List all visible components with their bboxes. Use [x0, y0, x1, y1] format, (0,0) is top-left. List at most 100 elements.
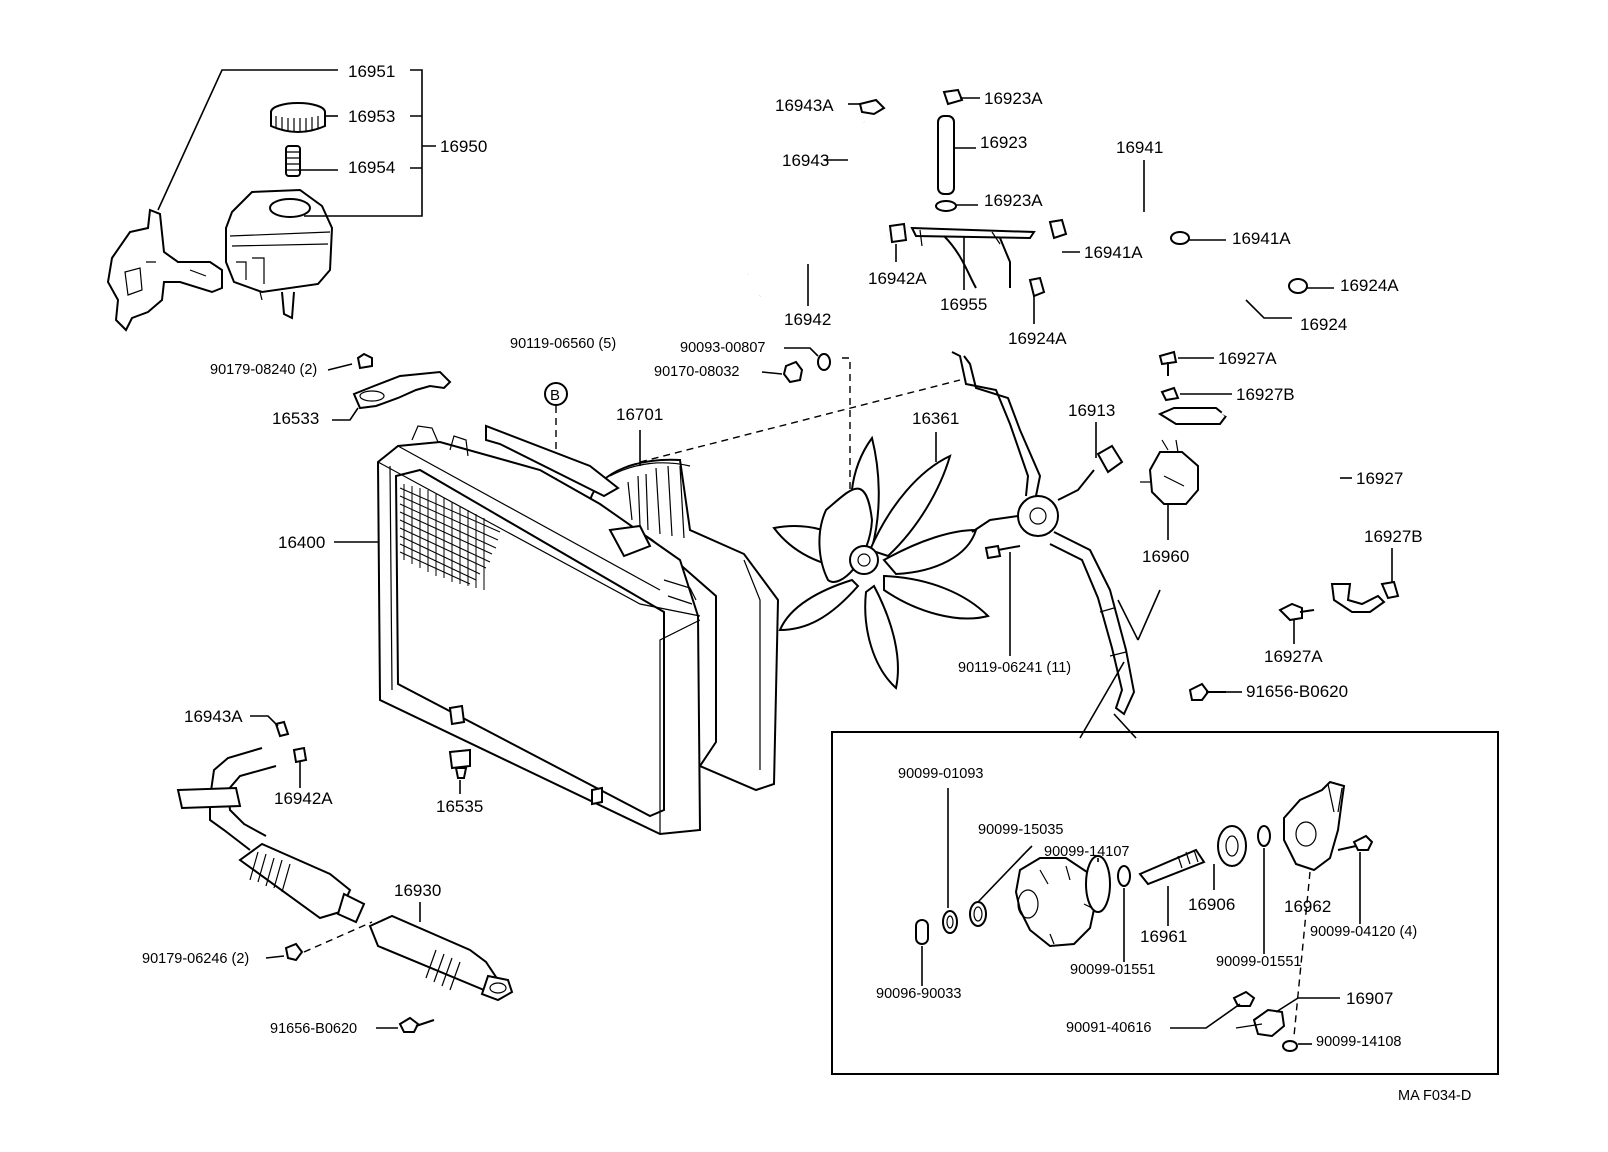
clip-nut-lower-icon [284, 942, 304, 962]
label-90093-00807: 90093-00807 [680, 340, 765, 356]
pipe-16927-icon [1221, 410, 1347, 585]
clip-16943A-bottom-icon [274, 720, 290, 738]
label-16950: 16950 [440, 137, 487, 156]
label-90170-08032: 90170-08032 [654, 364, 739, 380]
clip-icon [858, 98, 886, 116]
bearing-icon [1217, 825, 1247, 867]
label-16941A-right: 16941A [1232, 229, 1291, 248]
figure-code: MA F034-D [1398, 1088, 1471, 1104]
label-90119-06241: 90119-06241 (11) [958, 660, 1071, 676]
label-16942: 16942 [784, 310, 831, 329]
shaft-icon [1138, 848, 1206, 886]
washer-90096-icon [915, 919, 929, 945]
radiator [376, 424, 780, 836]
motor-icon [1017, 495, 1059, 537]
cooling-fan [772, 435, 990, 690]
label-16941A-left: 16941A [1084, 243, 1143, 262]
label-16907: 16907 [1346, 989, 1393, 1008]
bracket-icon [106, 208, 223, 332]
label-90099-04120: 90099-04120 (4) [1310, 924, 1417, 940]
resistor-icon [1148, 451, 1199, 505]
label-16943A-top: 16943A [775, 96, 834, 115]
label-90091-40616: 90091-40616 [1066, 1020, 1151, 1036]
label-90119-06560: 90119-06560 (5) [510, 336, 616, 352]
label-90096-90033: 90096-90033 [876, 986, 961, 1002]
hose-assembly [747, 88, 1308, 325]
label-90099-14108: 90099-14108 [1316, 1034, 1401, 1050]
hose-16941-icon [1071, 217, 1178, 244]
label-16942A-bottom: 16942A [274, 789, 333, 808]
cap-16907-icon [1252, 1008, 1286, 1038]
cooler-tube-icon [238, 842, 352, 920]
label-16961: 16961 [1140, 927, 1187, 946]
hose-icon [747, 121, 869, 278]
callout-circle [544, 382, 568, 406]
cooler-fitting-icon [176, 786, 242, 810]
drain-plug-icon [448, 748, 471, 779]
bolt-icon [984, 544, 1021, 560]
label-16535: 16535 [436, 797, 483, 816]
label-90179-08240: 90179-08240 (2) [210, 362, 317, 378]
label-90099-01551-right: 90099-01551 [1216, 954, 1301, 970]
label-90099-15035: 90099-15035 [978, 822, 1063, 838]
radiator-core-icon [394, 468, 665, 818]
label-16701: 16701 [616, 405, 663, 424]
pipe-bracket-icon [910, 226, 1036, 240]
bolt-91656-icon [1188, 682, 1226, 701]
strainer-icon [285, 145, 301, 177]
label-16941: 16941 [1116, 138, 1163, 157]
label-90099-01551-left: 90099-01551 [1070, 962, 1155, 978]
label-16924A-right: 16924A [1340, 276, 1399, 295]
label-16927B-right: 16927B [1364, 527, 1423, 546]
label-16943A-bottom: 16943A [184, 707, 243, 726]
label-16923A-top: 16923A [984, 89, 1043, 108]
label-91656-B0620-left: 91656-B0620 [270, 1021, 357, 1037]
upper-support-icon [352, 370, 452, 410]
label-16361: 16361 [912, 409, 959, 428]
detail-box [831, 731, 1499, 1075]
screw-90091-icon [1232, 990, 1256, 1007]
label-16962: 16962 [1284, 897, 1331, 916]
label-16924A-left: 16924A [1008, 329, 1067, 348]
label-16930: 16930 [394, 881, 441, 900]
label-90099-14107: 90099-14107 [1044, 844, 1129, 860]
label-16951: 16951 [348, 62, 395, 81]
label-16943: 16943 [782, 151, 829, 170]
washer-icon [817, 353, 831, 371]
hose-16923-icon [937, 115, 955, 195]
motor-housing-icon [1014, 857, 1098, 948]
label-90099-01093: 90099-01093 [898, 766, 983, 782]
bolt-16927A-icon [1158, 350, 1178, 376]
label-16924: 16924 [1300, 315, 1347, 334]
reservoir-assembly [106, 102, 334, 332]
label-16913: 16913 [1068, 401, 1115, 420]
oil-cooler [176, 747, 514, 1002]
fan-motor-bracket [951, 351, 1136, 716]
callout-letter: B [550, 387, 560, 404]
label-16927A-top: 16927A [1218, 349, 1277, 368]
clip-nut-icon [356, 352, 373, 370]
label-16906: 16906 [1188, 895, 1235, 914]
label-16960: 16960 [1142, 547, 1189, 566]
hose-16924-icon [1047, 284, 1291, 325]
fan-motor-detail [915, 780, 1374, 1052]
label-91656-B0620-right: 91656-B0620 [1246, 682, 1348, 701]
label-16955: 16955 [940, 295, 987, 314]
bolt-lower-icon [398, 1016, 435, 1033]
label-16942A-top: 16942A [868, 269, 927, 288]
label-16953: 16953 [348, 107, 395, 126]
fan-hub-icon [849, 545, 879, 575]
label-16927: 16927 [1356, 469, 1403, 488]
label-16927B-top: 16927B [1236, 385, 1295, 404]
cooler-tube-lower-icon [368, 914, 500, 992]
label-16927A-bottom: 16927A [1264, 647, 1323, 666]
label-90179-06246: 90179-06246 (2) [142, 951, 249, 967]
nut-icon [782, 360, 804, 384]
label-16954: 16954 [348, 158, 395, 177]
label-16533: 16533 [272, 409, 319, 428]
label-16923A-mid: 16923A [984, 191, 1043, 210]
label-16400: 16400 [278, 533, 325, 552]
label-16923: 16923 [980, 133, 1027, 152]
pipe-fitting-icon [1157, 407, 1228, 425]
